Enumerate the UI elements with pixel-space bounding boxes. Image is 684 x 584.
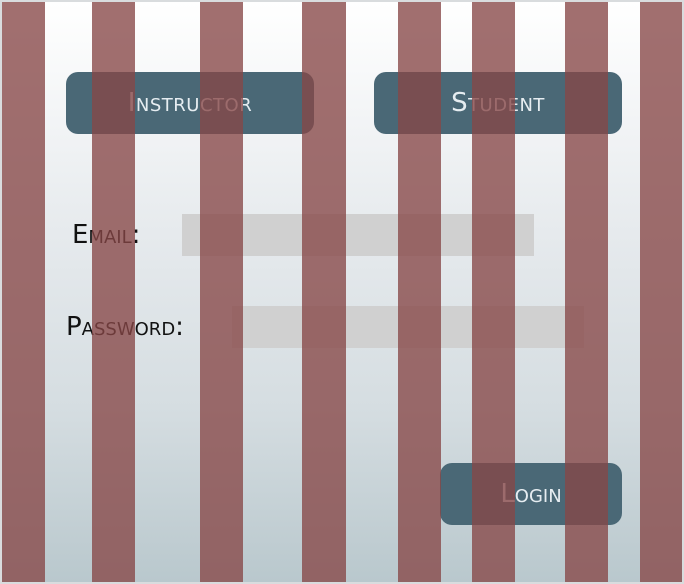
overlay-stripe <box>2 2 45 582</box>
login-button[interactable]: Login <box>440 463 622 525</box>
password-label: Password: <box>66 312 184 342</box>
student-button[interactable]: Student <box>374 72 622 134</box>
instructor-button[interactable]: Instructor <box>66 72 314 134</box>
overlay-stripe <box>640 2 682 582</box>
email-label: Email: <box>72 220 141 250</box>
email-field[interactable] <box>182 214 534 256</box>
password-field[interactable] <box>232 306 584 348</box>
